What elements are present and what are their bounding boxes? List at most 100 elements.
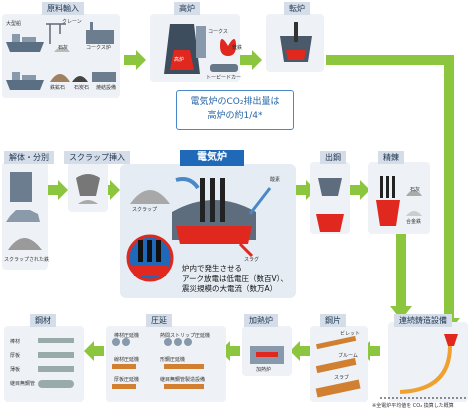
refining-panel xyxy=(368,162,430,234)
label-alloy: 合金鉄 xyxy=(406,219,422,225)
coke-oven-icon xyxy=(86,30,114,44)
torpedo-car-icon xyxy=(210,64,238,72)
stage-semi-products: 鋼片 xyxy=(320,314,346,327)
building-icon xyxy=(10,172,32,202)
stage-rolling: 圧延 xyxy=(146,314,172,327)
scrap-feed-arrow xyxy=(175,177,200,190)
alloy-icon xyxy=(406,211,422,216)
reheating-panel xyxy=(242,326,292,376)
label-sinter: 焼結設備 xyxy=(96,85,117,91)
electrode-icon xyxy=(200,178,205,222)
callout-line-2: 高炉の約1/4* xyxy=(207,111,263,121)
slab-icon xyxy=(315,379,361,398)
ship-icon xyxy=(6,42,44,52)
label-wire-mill: 線材圧延機 xyxy=(114,357,140,363)
label-slag: スラグ xyxy=(244,257,260,263)
arrow-refine-down xyxy=(396,232,406,312)
label-product-bar: 棒材 xyxy=(10,339,21,345)
label-bf: 高炉 xyxy=(174,57,185,63)
ship-icon-2 xyxy=(6,80,44,90)
semi-products-panel xyxy=(310,326,368,402)
caster-panel xyxy=(380,322,468,402)
coal-pile-icon xyxy=(72,76,88,82)
oxygen-lance-icon xyxy=(248,187,272,215)
molten-pig-iron-icon xyxy=(220,39,236,56)
arrow-rolling-to-products xyxy=(84,341,104,361)
arrow-bf-to-converter xyxy=(240,50,262,70)
label-iron-ore: 鉄鉱石 xyxy=(50,85,66,91)
dismantle-panel xyxy=(2,162,48,270)
arc-note: 炉内で発生させる アーク放電は低電圧（数百V）、 震災規模の大電流（数万A） xyxy=(182,264,302,294)
label-bar-mill: 棒材圧延機 xyxy=(114,333,140,339)
iron-ore-pile-icon xyxy=(50,74,70,82)
refining-ladle-icon xyxy=(376,200,400,226)
crane-icon xyxy=(46,23,66,44)
arrow-semi-to-reheat xyxy=(290,341,310,361)
label-product-sheet: 薄板 xyxy=(10,367,21,373)
raw-materials-panel xyxy=(2,14,120,98)
arc-note-line-3: 震災規模の大電流（数万A） xyxy=(182,284,278,293)
strand-icon xyxy=(399,345,452,394)
label-strip-mill: 熱間ストリップ圧延機 xyxy=(160,333,211,339)
stage-tapping: 出鋼 xyxy=(320,151,346,164)
refining-electrode-icon xyxy=(380,176,383,198)
products-panel xyxy=(4,326,84,402)
stage-continuous-casting: 連続鋳造設備 xyxy=(394,314,452,327)
rolling-panel xyxy=(106,326,226,402)
label-limestone: 石灰 xyxy=(58,45,69,51)
label-seamless-mill: 継目無鋼管製造設備 xyxy=(160,377,206,383)
label-crane: クレーン xyxy=(62,19,82,25)
label-section-mill: 形鋼圧延機 xyxy=(160,357,186,363)
scrap-pile-icon xyxy=(8,238,42,250)
label-oxygen: 酸素 xyxy=(270,177,281,183)
label-ship: 大型船 xyxy=(6,21,22,27)
scrap-input-panel xyxy=(68,162,108,212)
converter-panel xyxy=(266,14,324,72)
stage-refining: 精錬 xyxy=(378,151,404,164)
label-slab: スラブ xyxy=(334,375,350,381)
label-plate-mill: 厚板圧延機 xyxy=(114,377,140,383)
label-bloom: ブルーム xyxy=(338,353,358,359)
label-torpedo: トーピードカー xyxy=(206,75,242,81)
bloom-icon xyxy=(315,357,357,374)
label-processed-scrap: スクラップされた鉄 xyxy=(4,257,50,263)
stage-raw-materials: 原料輸入 xyxy=(42,2,84,15)
label-pig-iron: 銑鉄 xyxy=(232,45,243,51)
sinter-plant-icon xyxy=(92,72,116,82)
footnote: ※全電炉平均値を CO₂ 換算した概算 xyxy=(372,403,454,409)
scrap-bucket-icon xyxy=(76,174,100,196)
arrow-dismantle-to-scrap xyxy=(48,180,68,200)
stage-steel-products: 鋼材 xyxy=(30,314,56,327)
label-eaf-scrap: スクラップ xyxy=(132,207,158,213)
arrow-top-line xyxy=(326,55,454,65)
arrow-right-line xyxy=(444,55,454,323)
stage-converter: 転炉 xyxy=(284,2,310,15)
stage-reheating: 加熱炉 xyxy=(244,314,278,327)
eaf-scrap-pile-icon xyxy=(130,190,170,204)
label-reheat-furnace: 加熱炉 xyxy=(256,367,272,373)
arrow-tap-to-refine xyxy=(350,180,370,200)
arrow-refine-to-caster xyxy=(390,306,412,320)
callout-line-1: 電気炉のCO₂排出量は xyxy=(190,97,280,107)
billet-icon xyxy=(316,335,357,350)
lime-icon xyxy=(406,190,422,196)
eaf-panel xyxy=(120,164,296,298)
label-coke-oven: コークス炉 xyxy=(86,45,111,51)
ladle-icon xyxy=(316,214,344,232)
arc-note-line-1: 炉内で発生させる xyxy=(182,264,242,273)
label-coke: コークス xyxy=(208,29,228,35)
stage-blast-furnace: 高炉 xyxy=(174,2,200,15)
stage-scrap-input: スクラップ挿入 xyxy=(64,151,130,164)
arrow-raw-to-bf xyxy=(124,50,146,70)
label-billet: ビレット xyxy=(340,331,361,337)
label-lime: 石灰 xyxy=(410,187,421,193)
blast-furnace-panel xyxy=(150,14,240,82)
label-product-plate: 厚板 xyxy=(10,353,21,359)
limestone-pile-icon xyxy=(54,47,70,52)
arc-note-line-2: アーク放電は低電圧（数百V）、 xyxy=(182,274,288,283)
car-icon xyxy=(6,210,40,222)
tundish-icon xyxy=(444,334,458,346)
label-coal: 石炭石 xyxy=(74,85,90,91)
stage-dismantle: 解体・分別 xyxy=(4,151,54,164)
label-product-seamless: 継目無鋼管 xyxy=(10,381,36,387)
